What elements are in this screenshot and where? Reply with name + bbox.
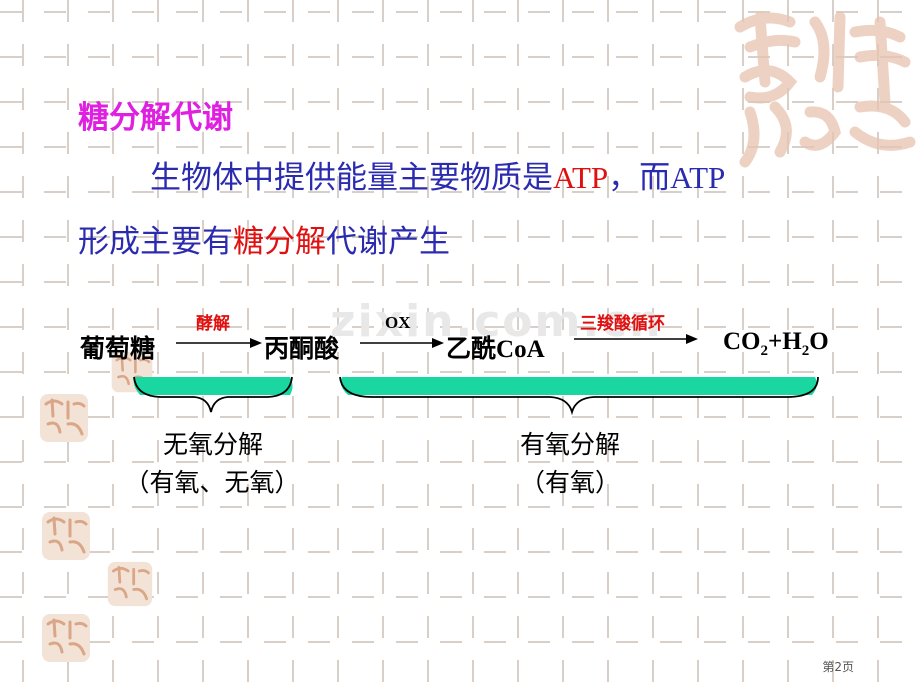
text-segment: 生物体中提供能量主要物质是 [150,160,553,196]
brace-anaerobic [133,376,293,413]
green-bar-anaerobic [133,377,293,395]
section-anaerobic-title: 无氧分解 [162,430,263,459]
text-segment: 代谢产生 [326,224,450,260]
brace-aerobic [339,376,819,416]
subscript: 2 [801,343,810,359]
section-anaerobic-sub: （有氧、无氧） [124,468,300,497]
arrow-head [432,338,444,348]
page-number: 第2页 [822,660,854,674]
step-label-ox: OX [385,313,411,332]
text-atp: ATP [670,160,726,195]
compound-products: CO2+H2O [723,328,829,360]
step-label-glycolysis: 酵解 [196,314,230,334]
text-segment: O [809,328,829,355]
text-segment: 乙酰 [446,334,497,363]
subscript: 2 [760,343,769,359]
paragraph-line-1: 生物体中提供能量主要物质是ATP，而ATP [150,152,725,197]
text-segment: +H [768,328,802,355]
page-title: 糖分解代谢 [78,100,233,136]
section-aerobic-title: 有氧分解 [519,430,620,459]
green-bar-aerobic [340,377,817,395]
section-aerobic-sub: （有氧） [519,468,620,497]
seal-icon [734,11,916,168]
compound-acetyl-coa: 乙酰CoA [446,329,545,365]
paragraph-line-2: 形成主要有糖分解代谢产生 [78,216,450,261]
text-segment: 形成主要有 [78,224,233,260]
compound-glucose: 葡萄糖 [80,334,156,363]
seal-icon [42,614,90,662]
seal-icon [42,512,90,560]
compound-pyruvate: 丙酮酸 [264,334,340,363]
text-segment: CoA [496,336,545,363]
seal-icon [40,394,88,442]
text-atp: ATP [553,160,609,195]
step-label-tca: 三羧酸循环 [580,314,665,334]
text-highlight: 糖分解 [233,224,326,260]
text-segment: ，而 [608,160,671,196]
arrow-head [250,338,262,348]
seal-icon [107,561,153,607]
text-segment: CO [723,328,761,355]
arrow-head [686,334,698,344]
